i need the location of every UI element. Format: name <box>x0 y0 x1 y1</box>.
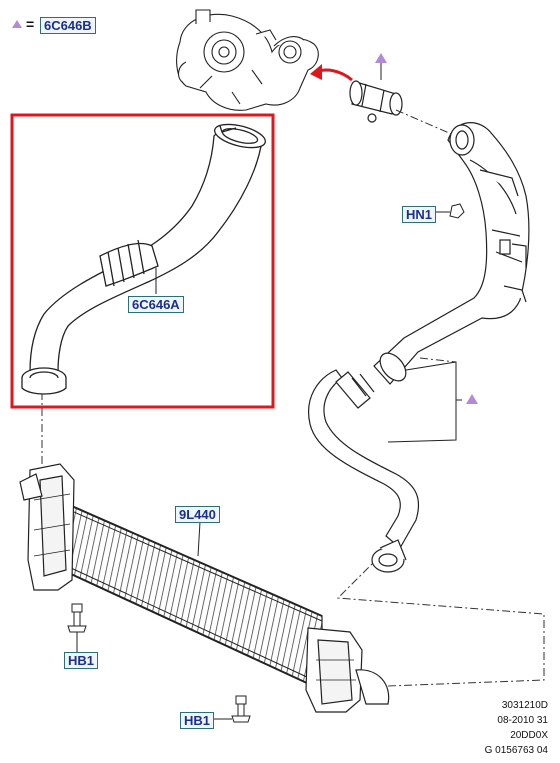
callout-hb1-left[interactable]: HB1 <box>64 652 99 669</box>
bolt-hb1-left-drawing <box>67 603 87 652</box>
ref-code-line: 3031210D <box>501 700 548 711</box>
leader-lines <box>41 109 545 687</box>
callout-6c646b[interactable]: 6C646B <box>40 17 96 34</box>
lower-hose-drawing <box>308 369 420 573</box>
ref-code-line: 20DD0X <box>510 730 548 741</box>
bolt-hb1-bottom-drawing <box>214 695 251 723</box>
legend-equals: = <box>26 16 35 32</box>
reference-codes: 3031210D 08-2010 31 20DD0X G 0156763 04 <box>485 698 548 758</box>
nut-hn1-drawing <box>449 203 465 219</box>
ref-code-line: G 0156763 04 <box>484 745 548 756</box>
triangle-icon <box>12 20 22 28</box>
triangle-icon <box>466 394 478 404</box>
coupling-hose-drawing <box>349 80 403 123</box>
intercooler-drawing <box>19 463 390 713</box>
turbocharger-drawing <box>176 9 319 111</box>
air-duct-drawing <box>373 122 530 385</box>
callout-6c646a[interactable]: 6C646A <box>128 296 184 313</box>
callout-hn1[interactable]: HN1 <box>402 206 437 223</box>
bracket-lines <box>387 361 462 443</box>
callout-9l440[interactable]: 9L440 <box>175 506 220 523</box>
hose-6c646a-drawing <box>21 123 266 395</box>
triangle-icon <box>375 53 387 63</box>
ref-code-line: 08-2010 31 <box>497 715 548 726</box>
callout-hb1-bottom[interactable]: HB1 <box>180 712 215 729</box>
highlight-frame <box>10 113 275 409</box>
